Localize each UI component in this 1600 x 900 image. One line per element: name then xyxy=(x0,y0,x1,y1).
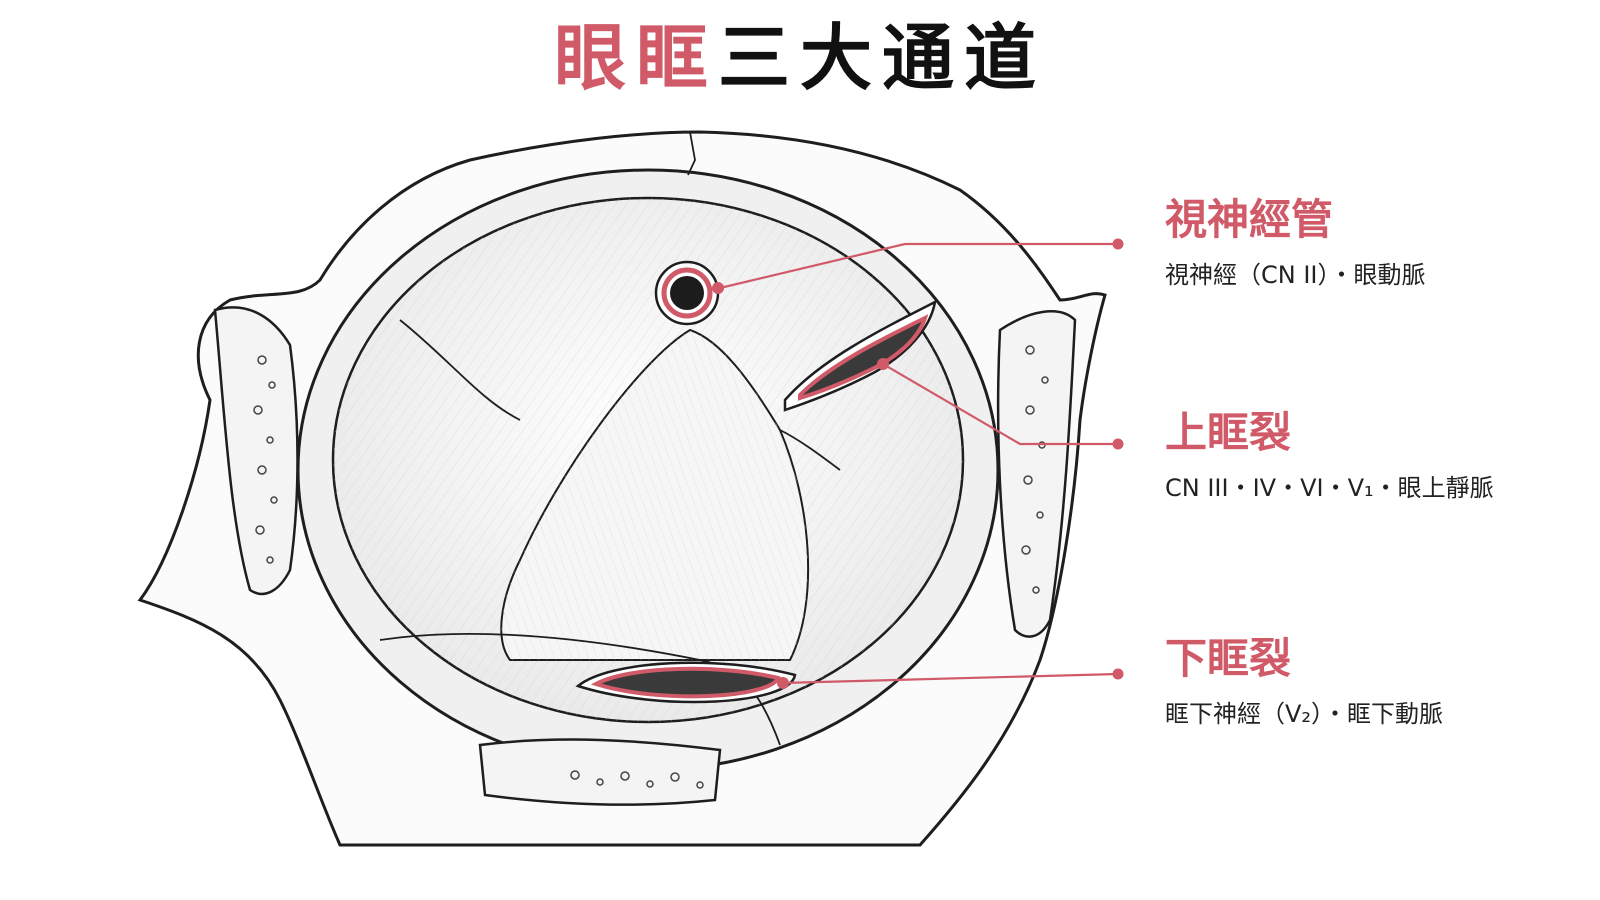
bottom-bone-block xyxy=(478,738,722,806)
inferior-marker-dot xyxy=(777,677,789,689)
orbit-apex-texture xyxy=(501,330,809,660)
leader-endpoints xyxy=(712,238,1124,689)
optic-canal xyxy=(654,260,720,326)
leader-line-inferior xyxy=(781,672,1119,685)
label-inferior-fissure-heading: 下眶裂 xyxy=(1165,634,1292,683)
top-suture xyxy=(687,131,696,176)
label-optic-canal: 視神經管 視神經（CN II）・眼動脈 xyxy=(1165,195,1426,290)
superior-orbital-fissure xyxy=(783,299,937,412)
diagram-title: 眼眶三大通道 xyxy=(0,22,1600,94)
label-optic-canal-heading: 視神經管 xyxy=(1165,195,1334,244)
superior-label-dot xyxy=(1112,438,1124,450)
right-bone-block xyxy=(996,310,1077,638)
wall-crease-right xyxy=(779,429,841,471)
wall-crease-left xyxy=(399,319,521,421)
left-bone-pores xyxy=(253,355,278,564)
superior-marker-dot xyxy=(877,358,889,370)
label-optic-canal-detail: 視神經（CN II）・眼動脈 xyxy=(1165,261,1426,290)
label-inferior-fissure-detail: 眶下神經（V₂）・眶下動脈 xyxy=(1165,700,1444,729)
bottom-bone-pores xyxy=(570,770,704,789)
leader-lines xyxy=(719,242,1119,685)
left-bone-block xyxy=(213,306,299,596)
title-accent: 眼眶 xyxy=(553,16,718,100)
title-rest: 三大通道 xyxy=(718,16,1047,100)
leader-line-superior xyxy=(882,363,1118,446)
optic-marker-dot xyxy=(712,282,724,294)
label-superior-fissure-detail: CN III・IV・VI・V₁・眼上靜脈 xyxy=(1165,474,1494,503)
inferior-label-dot xyxy=(1112,668,1124,680)
label-superior-fissure-heading: 上眶裂 xyxy=(1165,408,1292,457)
label-superior-fissure: 上眶裂 CN III・IV・VI・V₁・眼上靜脈 xyxy=(1165,408,1494,503)
label-inferior-fissure: 下眶裂 眶下神經（V₂）・眶下動脈 xyxy=(1165,634,1444,729)
optic-label-dot xyxy=(1112,238,1124,250)
leader-line-optic xyxy=(719,242,1118,290)
inferior-orbital-fissure xyxy=(575,661,797,704)
